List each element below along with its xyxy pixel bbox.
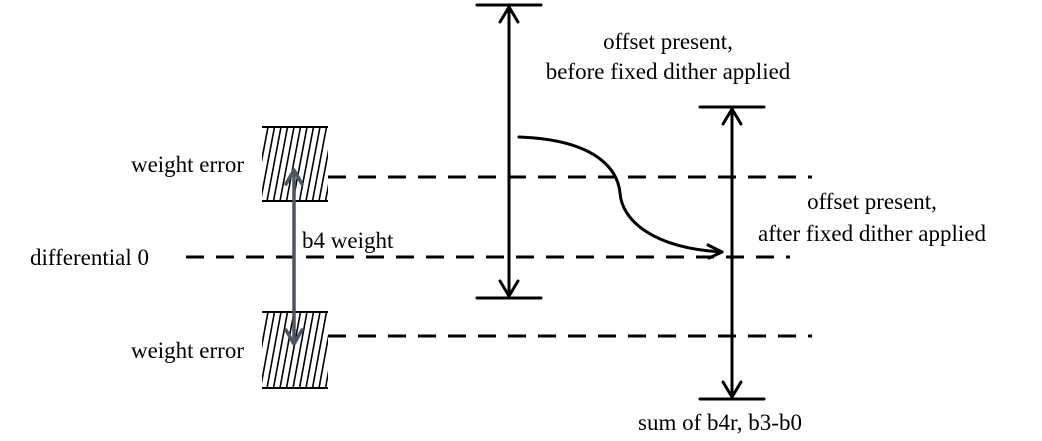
- hatch-stroke: [285, 127, 302, 201]
- hatch-stroke: [311, 312, 328, 388]
- hatch-stroke: [262, 127, 269, 164]
- weight-error-bottom-label: weight error: [131, 338, 244, 363]
- hatch-stroke: [324, 370, 328, 388]
- offset-before-arrow: [475, 3, 543, 300]
- hatch-stroke: [298, 312, 315, 388]
- hatch-stroke: [324, 183, 328, 201]
- hatch-stroke: [272, 312, 289, 388]
- sum-arrow: [698, 105, 766, 401]
- hatch-stroke: [272, 127, 289, 201]
- hatch-stroke: [285, 312, 302, 388]
- hatch-stroke: [266, 127, 282, 201]
- offset-after-label-line2: after fixed dither applied: [758, 221, 986, 246]
- offset-before-label-line2: before fixed dither applied: [546, 59, 791, 84]
- hatch-stroke: [305, 127, 321, 201]
- hatch-stroke: [292, 312, 308, 388]
- offset-before-label-line1: offset present,: [603, 29, 733, 54]
- dither-shift-curve-arrow: [517, 135, 724, 260]
- hatch-stroke: [311, 127, 328, 201]
- b4-weight-arrow: [284, 168, 304, 346]
- hatch-stroke: [262, 312, 276, 385]
- weight-error-hatch-top: [262, 126, 346, 202]
- hatch-stroke: [279, 127, 295, 201]
- hatch-stroke: [298, 127, 315, 201]
- hatch-stroke: [262, 312, 269, 349]
- hatch-stroke: [262, 127, 276, 198]
- hatch-stroke: [318, 334, 328, 388]
- hatch-stroke: [332, 127, 346, 201]
- offset-after-label-line1: offset present,: [807, 189, 937, 214]
- hatch-stroke: [318, 149, 328, 201]
- hatch-stroke: [279, 312, 295, 388]
- differential-zero-label: differential 0: [30, 245, 149, 270]
- weight-error-hatch-bottom: [262, 311, 346, 389]
- hatch-stroke: [266, 312, 282, 388]
- hatch-stroke: [332, 312, 346, 388]
- b4-weight-label: b4 weight: [302, 228, 394, 253]
- hatch-stroke: [305, 312, 321, 388]
- weight-error-top-label: weight error: [131, 152, 244, 177]
- sum-label: sum of b4r, b3-b0: [638, 410, 802, 435]
